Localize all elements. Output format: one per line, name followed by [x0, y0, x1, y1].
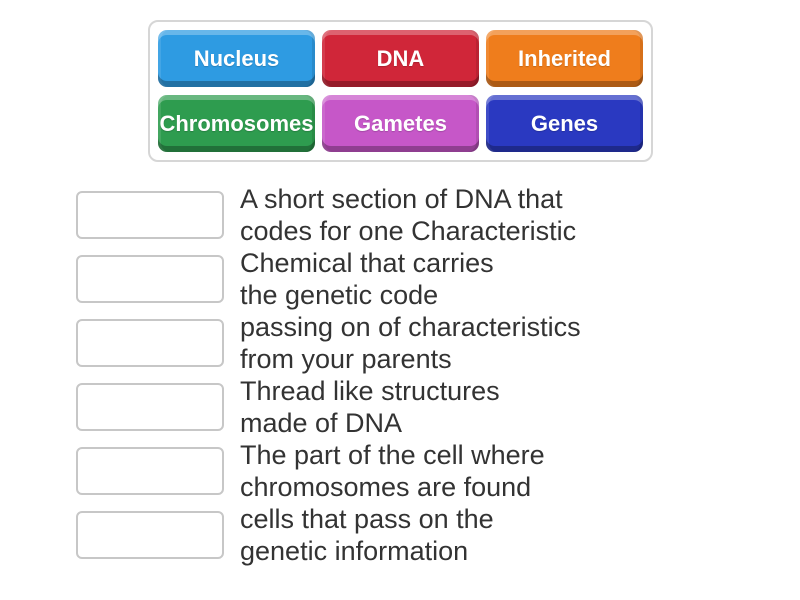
clue-line: A short section of DNA that: [240, 184, 563, 214]
match-list: A short section of DNA that codes for on…: [76, 183, 581, 567]
match-row: Chemical that carries the genetic code: [76, 247, 581, 311]
clue-line: Thread like structures: [240, 376, 500, 406]
match-row: Thread like structures made of DNA: [76, 375, 581, 439]
word-tile-dna[interactable]: DNA: [322, 30, 479, 87]
word-tile-chromosomes[interactable]: Chromosomes: [158, 95, 315, 152]
clue-line: The part of the cell where: [240, 440, 545, 470]
word-tile-inherited[interactable]: Inherited: [486, 30, 643, 87]
clue-line: made of DNA: [240, 408, 403, 438]
clue-text: The part of the cell where chromosomes a…: [240, 439, 545, 503]
clue-text: cells that pass on the genetic informati…: [240, 503, 494, 567]
match-row: The part of the cell where chromosomes a…: [76, 439, 581, 503]
word-tile-label: Inherited: [518, 45, 611, 71]
answer-slot-1[interactable]: [76, 191, 224, 239]
clue-line: passing on of characteristics: [240, 312, 581, 342]
clue-line: genetic information: [240, 536, 469, 566]
word-tile-label: Genes: [530, 110, 599, 136]
clue-line: the genetic code: [240, 280, 439, 310]
answer-slot-4[interactable]: [76, 383, 224, 431]
match-row: cells that pass on the genetic informati…: [76, 503, 581, 567]
clue-text: A short section of DNA that codes for on…: [240, 183, 576, 247]
answer-slot-6[interactable]: [76, 511, 224, 559]
answer-slot-2[interactable]: [76, 255, 224, 303]
word-tile-label: Gametes: [354, 110, 447, 136]
answer-slot-3[interactable]: [76, 319, 224, 367]
word-tile-label: DNA: [376, 45, 425, 71]
match-row: A short section of DNA that codes for on…: [76, 183, 581, 247]
clue-line: codes for one Characteristic: [240, 216, 577, 246]
word-tile-gametes[interactable]: Gametes: [322, 95, 479, 152]
clue-line: cells that pass on the: [240, 504, 494, 534]
answer-slot-5[interactable]: [76, 447, 224, 495]
clue-text: Chemical that carries the genetic code: [240, 247, 494, 311]
word-bank-tray: Nucleus DNA Inherited Chromosomes Gamete…: [148, 20, 653, 162]
match-row: passing on of characteristics from your …: [76, 311, 581, 375]
clue-line: from your parents: [240, 344, 452, 374]
word-tile-label: Chromosomes: [159, 110, 314, 136]
word-tile-label: Nucleus: [193, 45, 280, 71]
clue-line: Chemical that carries: [240, 248, 494, 278]
clue-line: chromosomes are found: [240, 472, 532, 502]
clue-text: passing on of characteristics from your …: [240, 311, 581, 375]
word-tile-genes[interactable]: Genes: [486, 95, 643, 152]
word-tile-nucleus[interactable]: Nucleus: [158, 30, 315, 87]
clue-text: Thread like structures made of DNA: [240, 375, 500, 439]
